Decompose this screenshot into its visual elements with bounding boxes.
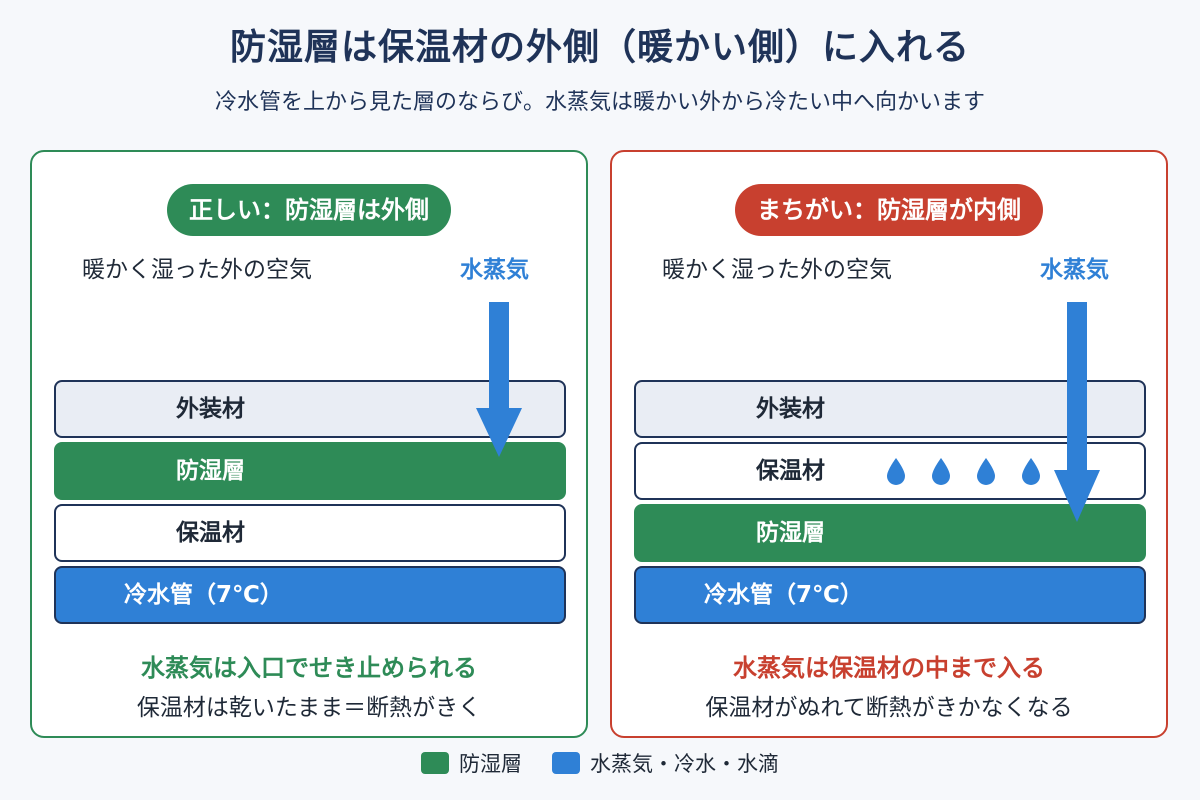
correct-result: 水蒸気は入口でせき止められる	[141, 654, 477, 682]
layer-cold-pipe: 冷水管（7℃）	[54, 566, 566, 624]
green-swatch-icon	[421, 752, 449, 774]
layer-label: 外装材	[756, 396, 825, 422]
vapor-label: 水蒸気	[460, 257, 529, 283]
layer-label: 保温材	[176, 520, 245, 546]
correct-result-detail: 保温材は乾いたまま＝断熱がきく	[136, 695, 482, 721]
vapor-label: 水蒸気	[1040, 257, 1109, 283]
layer-label: 冷水管（7℃）	[124, 582, 283, 608]
outside-air-label: 暖かく湿った外の空気	[82, 257, 312, 283]
legend: 防湿層 水蒸気・冷水・水滴	[0, 748, 1200, 778]
correct-panel: 正しい：防湿層は外側 暖かく湿った外の空気 水蒸気 外装材 防湿層 保温材 冷水…	[30, 150, 588, 738]
layer-label: 外装材	[176, 396, 245, 422]
layer-vapor-barrier: 防湿層	[634, 504, 1146, 562]
water-drop-icon	[1022, 458, 1041, 485]
water-drop-icon	[887, 458, 905, 485]
legend-label: 水蒸気・冷水・水滴	[590, 752, 779, 776]
blue-swatch-icon	[552, 752, 580, 774]
layer-cold-pipe: 冷水管（7℃）	[634, 566, 1146, 624]
page-title: 防湿層は保温材の外側（暖かい側）に入れる	[229, 27, 970, 68]
vapor-arrow-icon	[476, 302, 522, 457]
wrong-result: 水蒸気は保温材の中まで入る	[733, 654, 1045, 682]
layer-label: 防湿層	[176, 458, 245, 484]
layer-insulation: 保温材	[54, 504, 566, 562]
vapor-arrow-icon	[1054, 302, 1100, 522]
wrong-result-detail: 保温材がぬれて断熱がきかなくなる	[705, 695, 1073, 721]
legend-item-water: 水蒸気・冷水・水滴	[552, 748, 779, 778]
water-drop-icon	[932, 458, 951, 485]
water-drop-icon	[977, 458, 996, 485]
outside-air-label: 暖かく湿った外の空気	[662, 257, 892, 283]
legend-item-barrier: 防湿層	[421, 748, 522, 778]
water-droplets	[884, 456, 1059, 490]
layer-label: 冷水管（7℃）	[704, 582, 863, 608]
legend-label: 防湿層	[459, 752, 522, 776]
wrong-panel: まちがい：防湿層が内側 暖かく湿った外の空気 水蒸気 外装材 保温材 防湿層 冷…	[610, 150, 1168, 738]
layer-label: 防湿層	[756, 520, 825, 546]
layer-exterior: 外装材	[634, 380, 1146, 438]
layer-label: 保温材	[756, 458, 825, 484]
page-subtitle: 冷水管を上から見た層のならび。水蒸気は暖かい外から冷たい中へ向かいます	[214, 90, 985, 115]
correct-badge: 正しい：防湿層は外側	[167, 184, 451, 236]
wrong-badge: まちがい：防湿層が内側	[735, 184, 1043, 236]
layer-vapor-barrier: 防湿層	[54, 442, 566, 500]
